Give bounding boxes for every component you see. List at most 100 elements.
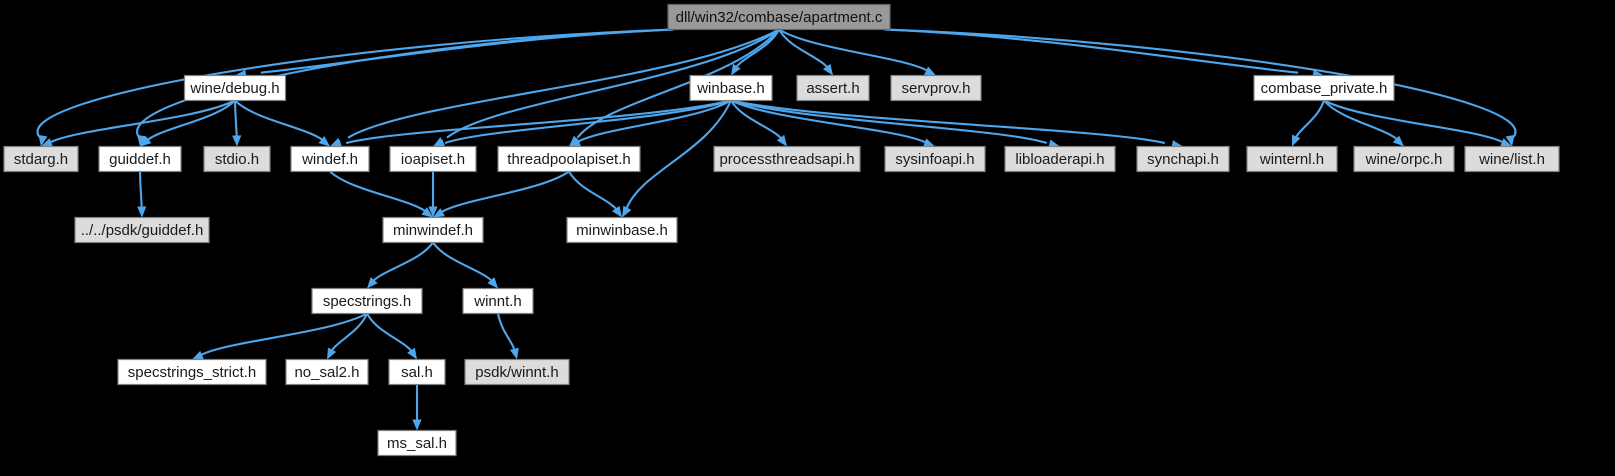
edge-guiddef-to-psdkguiddef	[137, 171, 147, 218]
edge-arrowhead	[137, 206, 147, 218]
node-label: ../../psdk/guiddef.h	[81, 222, 204, 239]
edge-line	[446, 28, 780, 139]
node-specstrings[interactable]: specstrings.h	[311, 287, 423, 315]
edge-arrowhead	[232, 135, 242, 147]
node-box[interactable]	[117, 358, 267, 386]
node-assert[interactable]: assert.h	[796, 74, 870, 102]
node-label: ms_sal.h	[387, 435, 447, 452]
node-psdkwinnt[interactable]: psdk/winnt.h	[464, 358, 570, 386]
edge-arrowhead	[487, 277, 498, 289]
edge-arrowhead	[137, 134, 147, 147]
edge-line	[437, 170, 570, 215]
edge-winbase-to-processthreadsapi	[730, 99, 787, 147]
node-minwinbase[interactable]: minwinbase.h	[566, 216, 678, 244]
node-box[interactable]	[566, 216, 678, 244]
node-box[interactable]	[890, 74, 982, 102]
node-stdio[interactable]: stdio.h	[203, 145, 271, 173]
edge-arrowhead	[318, 136, 330, 147]
node-box[interactable]	[285, 358, 369, 386]
node-minwindef[interactable]: minwindef.h	[382, 216, 484, 244]
node-synchapi[interactable]: synchapi.h	[1136, 145, 1230, 173]
node-box[interactable]	[98, 145, 182, 173]
edge-line	[730, 99, 928, 144]
node-mssal[interactable]: ms_sal.h	[377, 429, 457, 457]
edge-arrowhead	[822, 63, 833, 76]
node-box[interactable]	[689, 74, 773, 102]
node-sysinfoapi[interactable]: sysinfoapi.h	[884, 145, 986, 173]
node-label: minwindef.h	[393, 222, 473, 239]
edge-line	[136, 28, 675, 138]
node-guiddef[interactable]: guiddef.h	[98, 145, 182, 173]
edge-arrowhead	[421, 207, 433, 218]
edge-arrowhead	[38, 134, 48, 147]
edge-arrowhead	[428, 206, 438, 218]
node-box[interactable]	[183, 74, 287, 102]
node-box[interactable]	[3, 145, 79, 173]
node-label: psdk/winnt.h	[475, 364, 558, 381]
node-label: specstrings_strict.h	[128, 364, 256, 381]
node-label: ioapiset.h	[401, 151, 465, 168]
node-box[interactable]	[1136, 145, 1230, 173]
edge-line	[778, 28, 832, 73]
node-ioapiset[interactable]: ioapiset.h	[389, 145, 477, 173]
node-box[interactable]	[74, 216, 210, 244]
node-box[interactable]	[1253, 74, 1395, 102]
node-box[interactable]	[462, 287, 534, 315]
edge-apartment-to-guiddef	[136, 28, 675, 147]
node-specstringsstrict[interactable]: specstrings_strict.h	[117, 358, 267, 386]
edge-line	[36, 28, 675, 138]
node-box[interactable]	[1464, 145, 1560, 173]
edge-arrowhead	[731, 63, 741, 76]
node-box[interactable]	[884, 145, 986, 173]
edge-windef-to-minwindef	[329, 170, 433, 218]
edge-line	[778, 28, 931, 73]
node-label: specstrings.h	[323, 293, 411, 310]
edge-ioapiset-to-minwindef	[428, 171, 438, 218]
node-libloaderapi[interactable]: libloaderapi.h	[1004, 145, 1116, 173]
node-servprov[interactable]: servprov.h	[890, 74, 982, 102]
node-wineorpc[interactable]: wine/orpc.h	[1353, 145, 1455, 173]
node-winternl[interactable]: winternl.h	[1246, 145, 1338, 173]
edge-arrowhead	[923, 138, 935, 147]
node-label: winternl.h	[1259, 151, 1324, 168]
edge-winbase-to-windef	[330, 99, 732, 149]
node-threadpoolapiset[interactable]: threadpoolapiset.h	[497, 145, 641, 173]
node-box[interactable]	[203, 145, 271, 173]
node-box[interactable]	[290, 145, 370, 173]
node-winedebug[interactable]: wine/debug.h	[183, 74, 287, 102]
edge-layer	[36, 28, 1517, 431]
node-winbase[interactable]: winbase.h	[689, 74, 773, 102]
edge-minwindef-to-winnt	[432, 241, 498, 289]
node-box[interactable]	[464, 358, 570, 386]
node-box[interactable]	[389, 145, 477, 173]
node-box[interactable]	[667, 3, 891, 31]
edge-arrowhead	[776, 134, 787, 147]
node-windef[interactable]: windef.h	[290, 145, 370, 173]
node-sal[interactable]: sal.h	[388, 358, 446, 386]
node-nosal2[interactable]: no_sal2.h	[285, 358, 369, 386]
node-box[interactable]	[382, 216, 484, 244]
node-box[interactable]	[1246, 145, 1338, 173]
node-apartment[interactable]: dll/win32/combase/apartment.c	[667, 3, 891, 31]
node-box[interactable]	[377, 429, 457, 457]
node-winelist[interactable]: wine/list.h	[1464, 145, 1560, 173]
node-box[interactable]	[1353, 145, 1455, 173]
node-box[interactable]	[311, 287, 423, 315]
node-box[interactable]	[388, 358, 446, 386]
node-processthreadsapi[interactable]: processthreadsapi.h	[713, 145, 861, 173]
node-box[interactable]	[713, 145, 861, 173]
edge-line	[574, 99, 732, 144]
node-winnt[interactable]: winnt.h	[462, 287, 534, 315]
edge-arrowhead	[1500, 138, 1512, 147]
node-label: wine/debug.h	[189, 80, 279, 97]
node-box[interactable]	[497, 145, 641, 173]
node-psdkguiddef[interactable]: ../../psdk/guiddef.h	[74, 216, 210, 244]
node-box[interactable]	[796, 74, 870, 102]
node-label: assert.h	[806, 80, 859, 97]
edge-line	[444, 99, 732, 145]
edge-combaseprivate-to-winelist	[1323, 99, 1512, 147]
node-stdarg[interactable]: stdarg.h	[3, 145, 79, 173]
node-combaseprivate[interactable]: combase_private.h	[1253, 74, 1395, 102]
edge-line	[1323, 99, 1505, 144]
node-box[interactable]	[1004, 145, 1116, 173]
